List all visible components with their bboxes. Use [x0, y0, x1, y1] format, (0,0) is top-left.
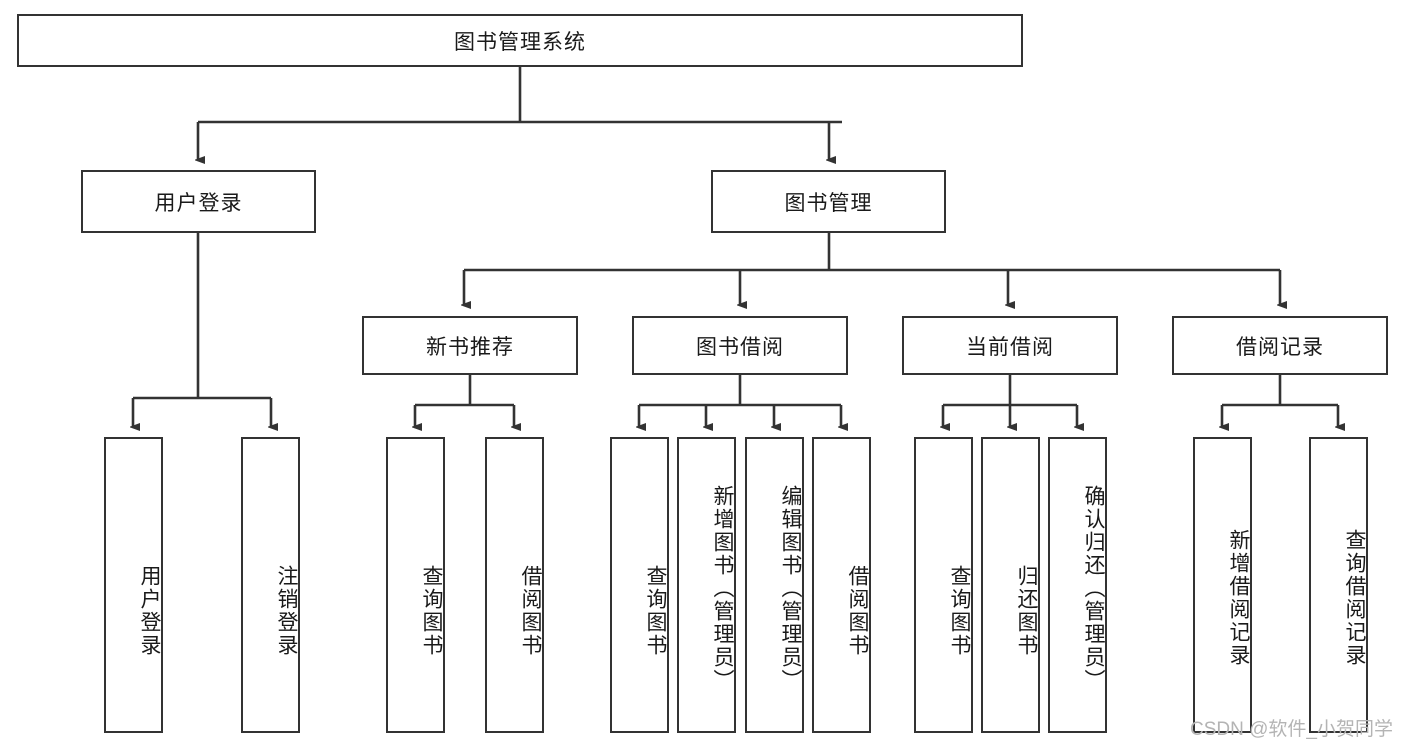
- node-leaf-query-record-label: 查询借阅记录: [1343, 529, 1366, 667]
- node-leaf-edit-book-label: 编辑图书（管理员）: [779, 484, 802, 692]
- node-book-borrow-label: 图书借阅: [696, 335, 784, 359]
- node-leaf-user-login[interactable]: 用户登录: [104, 437, 163, 733]
- node-new-book-rec-label: 新书推荐: [426, 335, 514, 359]
- node-leaf-query-book-1-label: 查询图书: [420, 565, 443, 657]
- node-leaf-borrow-book-2-label: 借阅图书: [846, 565, 869, 657]
- node-leaf-add-book-label: 新增图书（管理员）: [711, 484, 734, 692]
- node-borrow-record[interactable]: 借阅记录: [1172, 316, 1388, 375]
- node-leaf-borrow-book-2[interactable]: 借阅图书: [812, 437, 871, 733]
- node-leaf-query-book-1[interactable]: 查询图书: [386, 437, 445, 733]
- csdn-watermark: CSDN @软件_小贺同学: [1190, 719, 1393, 740]
- node-leaf-edit-book[interactable]: 编辑图书（管理员）: [745, 437, 804, 733]
- node-leaf-query-book-3-label: 查询图书: [948, 565, 971, 657]
- node-leaf-add-record-label: 新增借阅记录: [1227, 529, 1250, 667]
- node-borrow-record-label: 借阅记录: [1236, 335, 1324, 359]
- node-leaf-borrow-book-1-label: 借阅图书: [519, 565, 542, 657]
- node-leaf-query-book-3[interactable]: 查询图书: [914, 437, 973, 733]
- node-leaf-logout-label: 注销登录: [275, 565, 298, 657]
- node-root-label: 图书管理系统: [454, 30, 586, 54]
- node-leaf-add-record[interactable]: 新增借阅记录: [1193, 437, 1252, 733]
- node-leaf-query-book-2-label: 查询图书: [644, 565, 667, 657]
- node-leaf-return-book[interactable]: 归还图书: [981, 437, 1040, 733]
- node-current-borrow-label: 当前借阅: [966, 335, 1054, 359]
- node-leaf-return-book-label: 归还图书: [1015, 565, 1038, 657]
- node-user-login[interactable]: 用户登录: [81, 170, 316, 233]
- node-user-login-label: 用户登录: [154, 191, 243, 215]
- node-book-manage-label: 图书管理: [784, 191, 873, 215]
- node-leaf-query-book-2[interactable]: 查询图书: [610, 437, 669, 733]
- node-new-book-rec[interactable]: 新书推荐: [362, 316, 578, 375]
- node-leaf-query-record[interactable]: 查询借阅记录: [1309, 437, 1368, 733]
- node-current-borrow[interactable]: 当前借阅: [902, 316, 1118, 375]
- node-leaf-logout[interactable]: 注销登录: [241, 437, 300, 733]
- node-book-manage[interactable]: 图书管理: [711, 170, 946, 233]
- node-leaf-confirm-return[interactable]: 确认归还（管理员）: [1048, 437, 1107, 733]
- node-leaf-add-book[interactable]: 新增图书（管理员）: [677, 437, 736, 733]
- node-root[interactable]: 图书管理系统: [17, 14, 1023, 67]
- node-leaf-confirm-return-label: 确认归还（管理员）: [1082, 484, 1105, 692]
- node-leaf-borrow-book-1[interactable]: 借阅图书: [485, 437, 544, 733]
- node-leaf-user-login-label: 用户登录: [138, 565, 161, 657]
- node-book-borrow[interactable]: 图书借阅: [632, 316, 848, 375]
